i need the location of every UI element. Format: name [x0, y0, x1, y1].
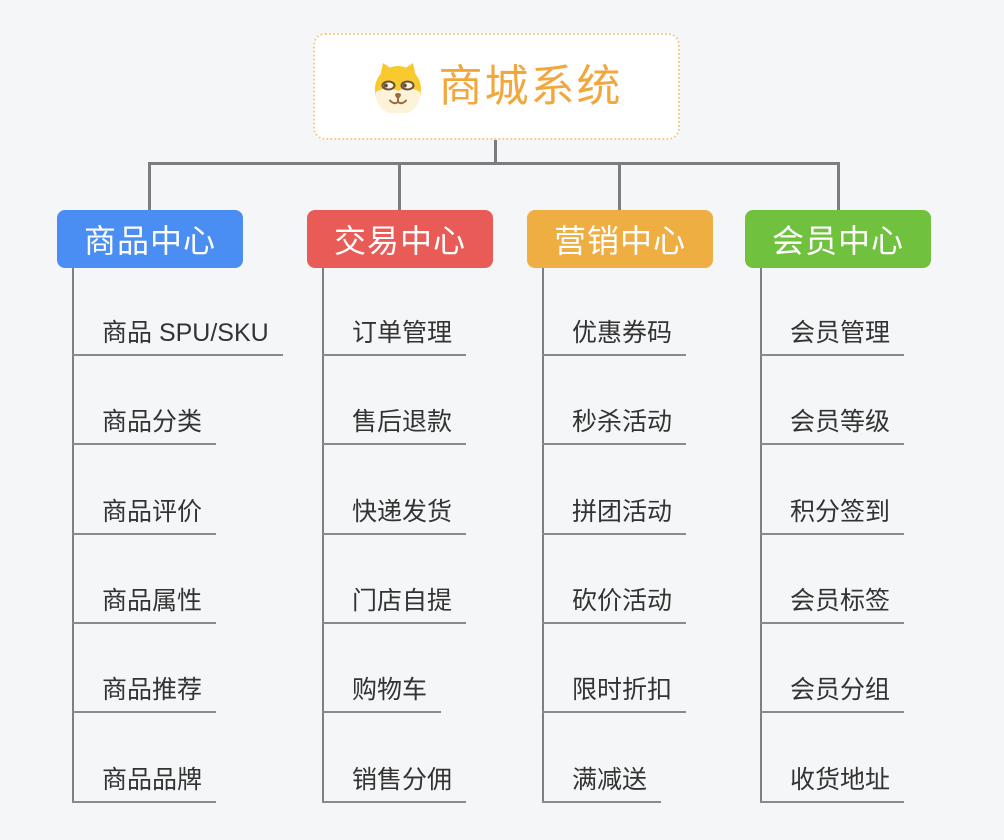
connector-root-drop [494, 140, 497, 165]
leaf-node[interactable]: 商品分类 [72, 407, 217, 445]
leaf-node[interactable]: 限时折扣 [542, 675, 687, 713]
branch-node-trade-center[interactable]: 交易中心 [307, 210, 493, 268]
connector-horizontal-bus [148, 162, 840, 165]
branch-node-product-center[interactable]: 商品中心 [57, 210, 243, 268]
connector-trunk-member [760, 268, 762, 802]
leaf-node[interactable]: 拼团活动 [542, 497, 687, 535]
leaf-node[interactable]: 销售分佣 [322, 765, 467, 803]
leaf-node[interactable]: 积分签到 [760, 497, 905, 535]
leaf-node[interactable]: 商品品牌 [72, 765, 217, 803]
leaf-node[interactable]: 商品评价 [72, 497, 217, 535]
connector-trunk-trade [322, 268, 324, 802]
connector-trunk-product [72, 268, 74, 802]
leaf-node[interactable]: 商品推荐 [72, 675, 217, 713]
leaf-node[interactable]: 会员等级 [760, 407, 905, 445]
leaf-node[interactable]: 收货地址 [760, 765, 905, 803]
leaf-node[interactable]: 商品属性 [72, 586, 217, 624]
leaf-node[interactable]: 秒杀活动 [542, 407, 687, 445]
leaf-node[interactable]: 满减送 [542, 765, 662, 803]
branch-node-member-center[interactable]: 会员中心 [745, 210, 931, 268]
leaf-node[interactable]: 门店自提 [322, 586, 467, 624]
root-node-mall-system[interactable]: 商城系统 [313, 33, 680, 140]
leaf-node[interactable]: 会员管理 [760, 318, 905, 356]
connector-drop-trade [398, 164, 401, 210]
leaf-node[interactable]: 会员标签 [760, 586, 905, 624]
connector-drop-marketing [618, 164, 621, 210]
leaf-node[interactable]: 快递发货 [322, 497, 467, 535]
leaf-node[interactable]: 会员分组 [760, 675, 905, 713]
leaf-node[interactable]: 商品 SPU/SKU [72, 318, 283, 356]
leaf-node[interactable]: 购物车 [322, 675, 442, 713]
connector-trunk-marketing [542, 268, 544, 802]
connector-drop-product [148, 164, 151, 210]
root-title: 商城系统 [438, 61, 623, 111]
leaf-node[interactable]: 优惠券码 [542, 318, 687, 356]
leaf-node[interactable]: 售后退款 [322, 407, 467, 445]
dog-face-icon [374, 62, 421, 113]
leaf-node[interactable]: 砍价活动 [542, 586, 687, 624]
leaf-node[interactable]: 订单管理 [322, 318, 467, 356]
connector-drop-member [837, 164, 840, 210]
branch-node-marketing-center[interactable]: 营销中心 [527, 210, 713, 268]
